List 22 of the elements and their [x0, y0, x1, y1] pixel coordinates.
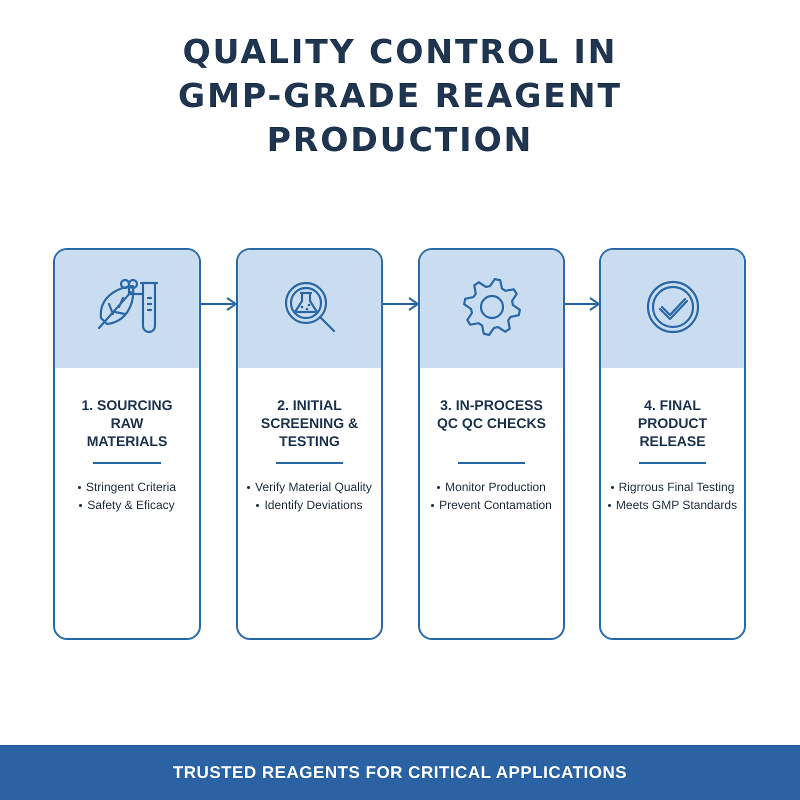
step-card: [53, 248, 201, 640]
banner-text: TRUSTED REAGENTS FOR CRITICAL APPLICATIONS: [172, 763, 628, 783]
step-card: [418, 248, 565, 640]
arrow: [201, 297, 237, 311]
bullet-item: Rigrrous Final Testing: [601, 480, 744, 494]
arrow: [383, 297, 419, 311]
title: QUALITY CONTROL IN GMP-GRADE REAGENT PRODUCTION: [177, 31, 623, 161]
bullet-item: Prevent Contamation: [420, 498, 563, 512]
step-heading: 1. SOURCING RAW MATERIALS: [80, 396, 174, 450]
bullet-item: Stringent Criteria: [55, 480, 199, 494]
bullet-item: Monitor Production: [420, 480, 563, 494]
bullet-item: Meets GMP Standards: [601, 498, 744, 512]
step-card: [599, 248, 746, 640]
bullet-item: Verify Material Quality: [238, 480, 381, 494]
bullet-item: Safety & Eficacy: [55, 498, 199, 512]
step-heading: 2. INITIAL SCREENING & TESTING: [260, 396, 360, 450]
step-heading: 4. FINAL PRODUCT RELEASE: [636, 396, 708, 450]
step-card: [236, 248, 383, 640]
arrow: [565, 297, 600, 311]
step-heading: 3. IN-PROCESS QC QC CHECKS: [436, 396, 547, 432]
bullet-item: Identify Deviations: [238, 498, 381, 512]
footer-band: [0, 745, 800, 800]
